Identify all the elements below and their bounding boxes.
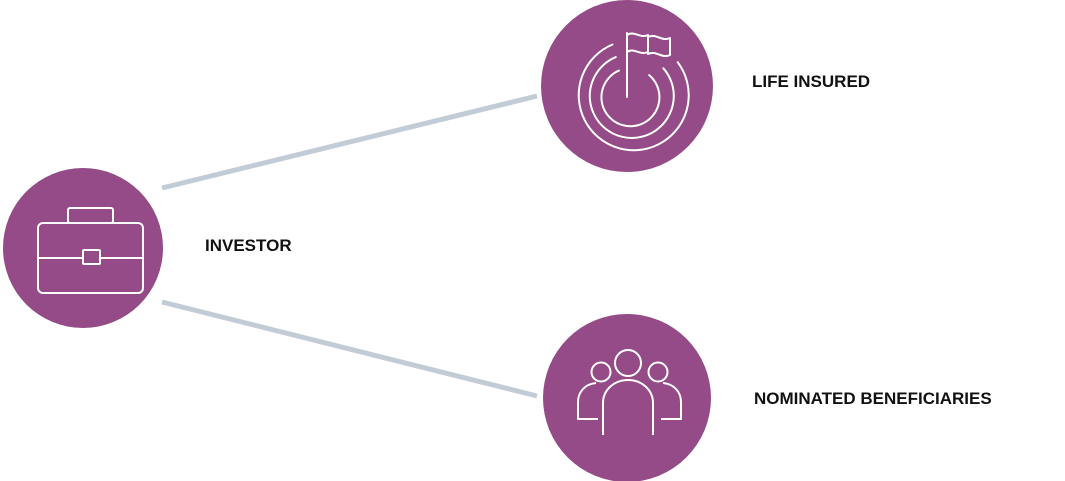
people-group-icon <box>577 349 682 435</box>
investor-label: INVESTOR <box>205 236 292 255</box>
life-insured-label: LIFE INSURED <box>752 72 871 91</box>
nominated-beneficiaries-label: NOMINATED BENEFICIARIES <box>754 389 992 408</box>
life-insured-node <box>541 0 713 172</box>
investor-node <box>3 168 163 328</box>
connector-investor-life-insured <box>161 93 538 191</box>
briefcase-icon <box>37 207 144 294</box>
connector-investor-beneficiaries <box>161 299 538 399</box>
beneficiaries-node <box>543 314 711 481</box>
target-flag-icon <box>577 32 690 152</box>
